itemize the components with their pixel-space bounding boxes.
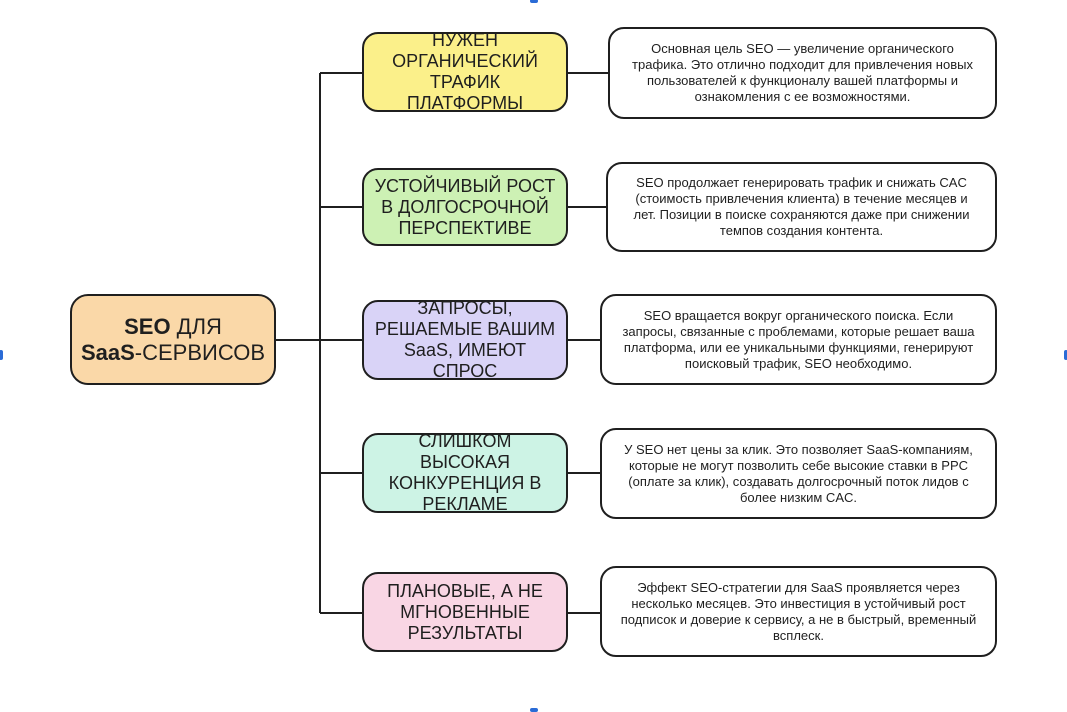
description-text: У SEO нет цены за клик. Это позволяет Sa… xyxy=(624,441,973,505)
description-box-4: У SEO нет цены за клик. Это позволяет Sa… xyxy=(600,428,997,519)
description-box-1: Основная цель SEO — увеличение органичес… xyxy=(608,27,997,119)
description-box-5: Эффект SEO-стратегии для SaaS проявляетс… xyxy=(600,566,997,657)
description-text: Основная цель SEO — увеличение органичес… xyxy=(632,41,973,104)
description-box-2: SEO продолжает генерировать трафик и сни… xyxy=(606,162,997,252)
branch-label: УСТОЙЧИВЫЙ РОСТ В ДОЛГОСРОЧНОЙ ПЕРСПЕКТИ… xyxy=(374,175,556,238)
description-text: SEO вращается вокруг органического поиск… xyxy=(622,307,975,371)
branch-label: ПЛАНОВЫЕ, А НЕ МГНОВЕННЫЕ РЕЗУЛЬТАТЫ xyxy=(387,580,543,643)
root-text-1: ДЛЯ xyxy=(170,313,222,339)
selection-handle-right[interactable] xyxy=(1064,350,1067,360)
branch-node-5: ПЛАНОВЫЕ, А НЕ МГНОВЕННЫЕ РЕЗУЛЬТАТЫ xyxy=(362,572,568,652)
branch-label: НУЖЕН ОРГАНИЧЕСКИЙ ТРАФИК ПЛАТФОРМЫ xyxy=(392,30,538,113)
root-bold-2: SaaS xyxy=(80,339,135,365)
branch-node-3: ЗАПРОСЫ, РЕШАЕМЫЕ ВАШИМ SaaS, ИМЕЮТ СПРО… xyxy=(362,298,568,381)
branch-label: СЛИШКОМ ВЫСОКАЯ КОНКУРЕНЦИЯ В РЕКЛАМЕ xyxy=(388,431,542,514)
branch-node-2: УСТОЙЧИВЫЙ РОСТ В ДОЛГОСРОЧНОЙ ПЕРСПЕКТИ… xyxy=(362,168,568,246)
selection-handle-left[interactable] xyxy=(0,350,3,360)
selection-handle-bottom[interactable] xyxy=(530,708,538,712)
selection-handle-top[interactable] xyxy=(530,0,538,3)
branch-node-4: СЛИШКОМ ВЫСОКАЯ КОНКУРЕНЦИЯ В РЕКЛАМЕ xyxy=(362,431,568,514)
root-bold-1: SEO xyxy=(124,313,171,339)
description-text: SEO продолжает генерировать трафик и сни… xyxy=(633,175,970,238)
root-node: SEO ДЛЯ SaaS-СЕРВИСОВ xyxy=(70,294,276,385)
description-box-3: SEO вращается вокруг органического поиск… xyxy=(600,294,997,385)
root-text-2: -СЕРВИСОВ xyxy=(134,339,266,365)
description-text: Эффект SEO-стратегии для SaaS проявляетс… xyxy=(620,579,977,643)
branch-node-1: НУЖЕН ОРГАНИЧЕСКИЙ ТРАФИК ПЛАТФОРМЫ xyxy=(362,30,568,113)
branch-label: ЗАПРОСЫ, РЕШАЕМЫЕ ВАШИМ SaaS, ИМЕЮТ СПРО… xyxy=(374,298,556,381)
